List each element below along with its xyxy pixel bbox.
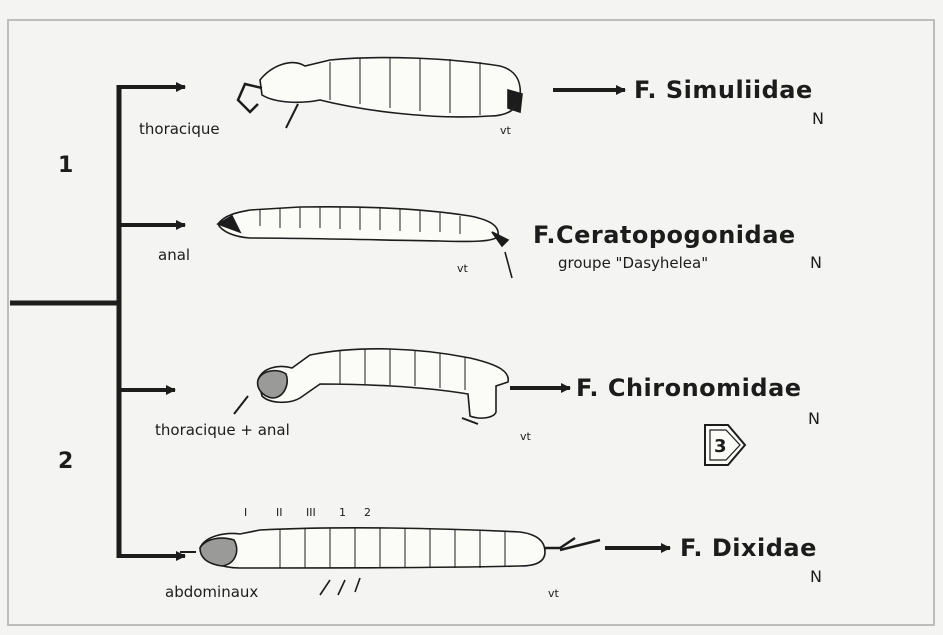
row4-vt-label: vt — [548, 587, 560, 600]
row2-tag: N — [810, 253, 822, 272]
row3-site-label: thoracique + anal — [155, 421, 290, 439]
row4-family: F. Dixidae — [680, 534, 817, 562]
row2-site-label: anal — [158, 246, 190, 264]
row2-family: F.Ceratopogonidae — [533, 221, 796, 249]
row2-vt-label: vt — [457, 262, 469, 275]
row1-vt-label: vt — [500, 124, 512, 137]
row4-site-label: abdominaux — [165, 583, 258, 601]
branch-arrows — [119, 87, 185, 556]
couplet-2-number: 2 — [58, 449, 73, 474]
row3-tag: N — [808, 409, 820, 428]
chironomidae-larva-drawing — [234, 349, 508, 424]
row1-family: F. Simuliidae — [634, 76, 813, 104]
segment-label-row: I II III 1 2 — [244, 506, 371, 519]
row4-tag: N — [810, 567, 822, 586]
row1-site-label: thoracique — [139, 120, 220, 138]
row3-vt-label: vt — [520, 430, 532, 443]
couplet-1-number: 1 — [58, 153, 73, 178]
segment-label-2: 2 — [364, 506, 371, 519]
segment-label-iii: III — [306, 506, 316, 519]
row2-note: groupe "Dasyhelea" — [558, 254, 708, 272]
segment-label-1: 1 — [339, 506, 346, 519]
segment-label-ii: II — [276, 506, 283, 519]
ceratopogonidae-larva-drawing — [218, 207, 512, 278]
go-to-3-number: 3 — [714, 436, 727, 457]
segment-label-i: I — [244, 506, 247, 519]
row1-tag: N — [812, 109, 824, 128]
row3-family: F. Chironomidae — [576, 374, 802, 402]
simuliidae-larva-drawing — [238, 57, 522, 128]
go-to-3-badge: 3 — [705, 425, 745, 465]
